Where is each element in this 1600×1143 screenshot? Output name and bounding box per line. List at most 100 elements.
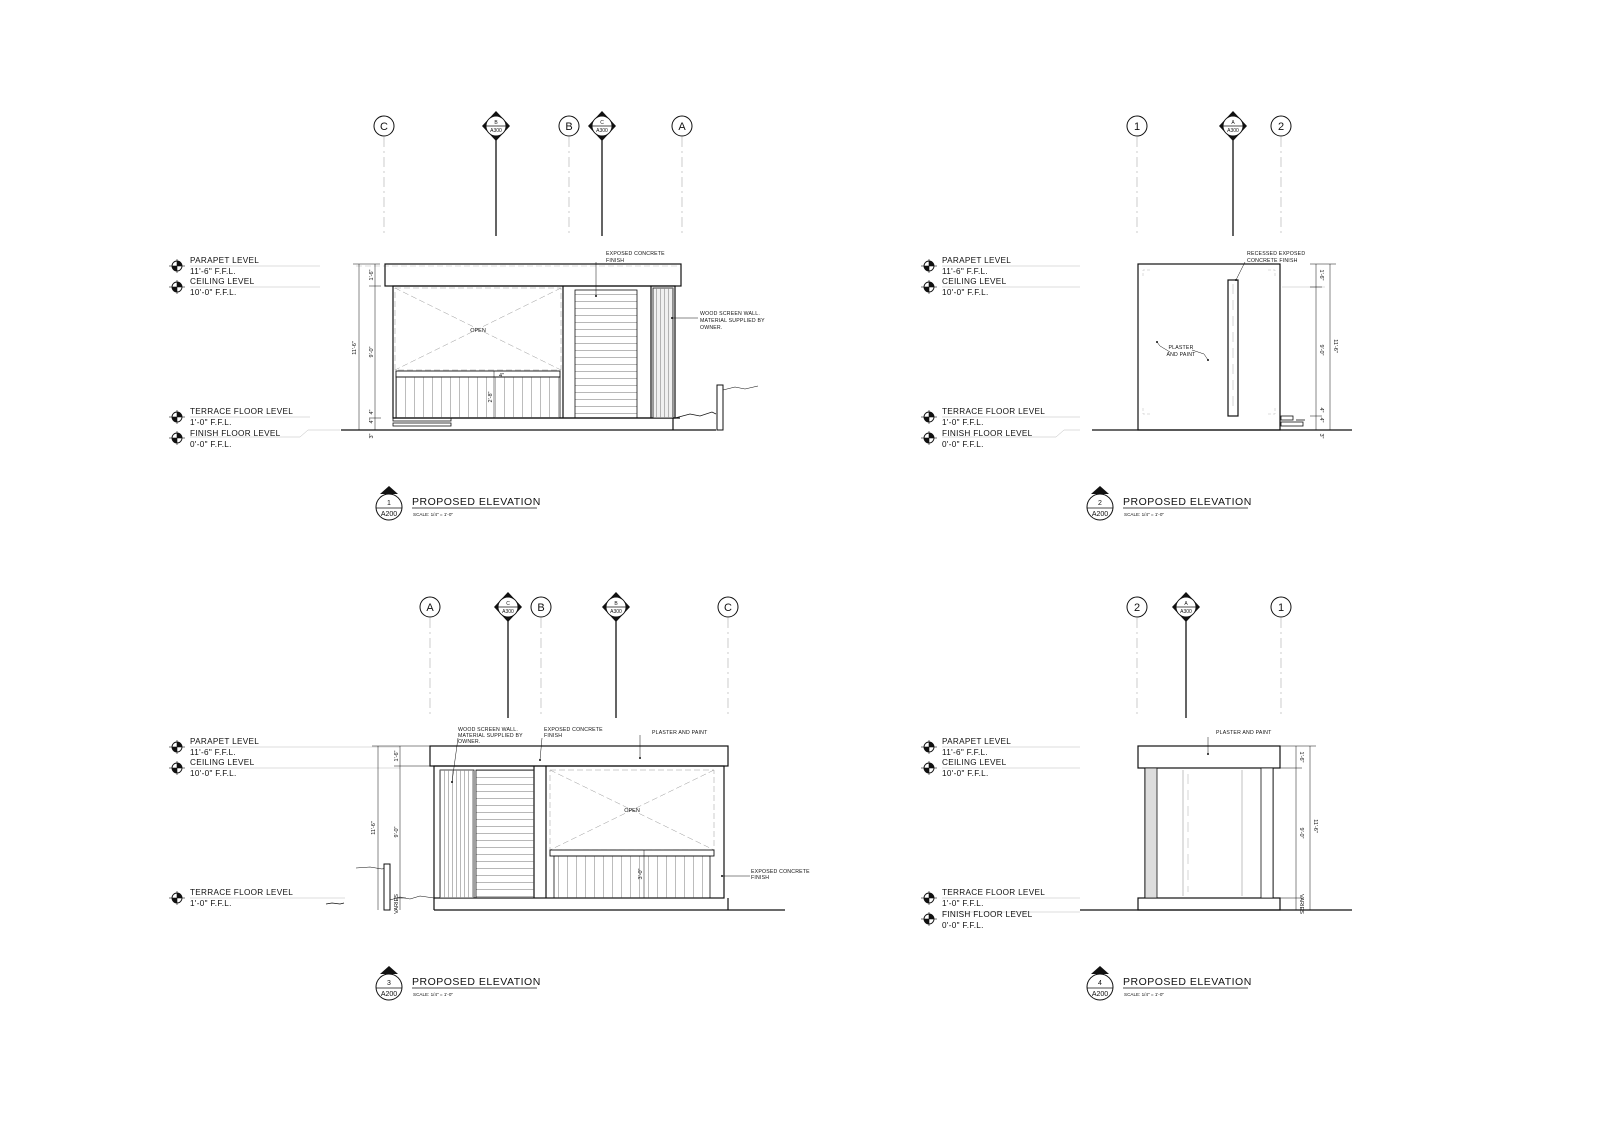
dim-base: 3" [369, 433, 375, 438]
note-concrete-1: EXPOSED CONCRETE [544, 727, 603, 733]
note-screen-1: WOOD SCREEN WALL. [458, 727, 518, 733]
dim-parapet: 1'-6" [394, 750, 400, 761]
dim-parapet: 1'-6" [1318, 270, 1324, 281]
note-plaster: PLASTER AND PAINT [652, 730, 708, 736]
grid-label: A [426, 602, 434, 614]
note-recess-1: RECESSED EXPOSED [1247, 251, 1305, 257]
note-recess-2: CONCRETE FINISH [1247, 258, 1298, 264]
dim-clear: 9'-0" [369, 346, 375, 357]
title-sheet: A200 [1092, 991, 1108, 998]
level-value-parapet: 11'-6" F.F.L. [942, 267, 988, 276]
dim-parapet: 1'-6" [1298, 752, 1304, 763]
title-scale: SCALE: 1/4" = 1'-0" [413, 992, 453, 997]
section-sheet: A300 [610, 609, 622, 615]
dim-step-b: 4" [1318, 417, 1324, 422]
grid-label: C [724, 602, 732, 614]
grid-lines [383, 137, 683, 235]
section-sheet: A300 [1180, 609, 1192, 615]
dim-varies: VARIES [394, 894, 400, 914]
level-markers [920, 739, 938, 927]
note-concrete-2: FINISH [544, 733, 562, 739]
level-label-ceiling: CEILING LEVEL [942, 277, 1007, 286]
level-label-ceiling: CEILING LEVEL [190, 277, 255, 286]
level-value-ceiling: 10'-0" F.F.L. [942, 769, 989, 778]
level-markers [168, 739, 186, 906]
level-value-finish: 0'-0" F.F.L. [942, 921, 984, 930]
grid-bubble-a: A [419, 596, 441, 618]
level-label-terrace: TERRACE FLOOR LEVEL [190, 888, 293, 897]
level-value-terrace: 1'-0" F.F.L. [190, 899, 232, 908]
elevation-1: C B A B A300 C A300 [168, 110, 765, 521]
grid-label: C [380, 121, 388, 133]
level-value-parapet: 11'-6" F.F.L. [942, 748, 988, 757]
note-concrete-1: EXPOSED CONCRETE [606, 251, 665, 257]
grid-label: B [537, 602, 544, 614]
title-number: 3 [387, 980, 391, 987]
grid-bubble-2: 2 [1270, 115, 1292, 137]
title-text: PROPOSED ELEVATION [1123, 496, 1252, 508]
dim-step-a: 4" [369, 409, 375, 414]
title-number: 1 [387, 500, 391, 507]
note-plaster: PLASTER AND PAINT [1216, 730, 1272, 736]
section-marker-c: C A300 [587, 110, 617, 236]
level-value-finish: 0'-0" F.F.L. [190, 440, 232, 449]
level-label-terrace: TERRACE FLOOR LEVEL [942, 407, 1045, 416]
note-plaster-1: PLASTER [1168, 345, 1193, 351]
level-label-finish: FINISH FLOOR LEVEL [942, 910, 1033, 919]
level-value-terrace: 1'-0" F.F.L. [190, 418, 232, 427]
title-block-4: 4 A200 PROPOSED ELEVATION SCALE: 1/4" = … [1086, 966, 1252, 1001]
dim-step-a: 4" [1318, 407, 1324, 412]
grid-bubble-b: B [530, 596, 552, 618]
title-sheet: A200 [381, 511, 397, 518]
note-screen-3: OWNER. [700, 325, 723, 331]
section-letter: A [1231, 120, 1235, 126]
title-block-1: 1 A200 PROPOSED ELEVATION SCALE: 1/4" = … [375, 486, 540, 521]
level-value-terrace: 1'-0" F.F.L. [942, 418, 984, 427]
level-label-finish: FINISH FLOOR LEVEL [942, 429, 1033, 438]
section-letter: B [614, 601, 618, 607]
title-sheet: A200 [1092, 511, 1108, 518]
building-outline [429, 745, 785, 911]
section-letter: A [1184, 601, 1188, 607]
note-screen-2: MATERIAL SUPPLIED BY [700, 318, 765, 324]
dim-base: 3" [1318, 433, 1324, 438]
level-value-parapet: 11'-6" F.F.L. [190, 748, 236, 757]
section-marker-c: C A300 [493, 591, 523, 718]
level-value-ceiling: 10'-0" F.F.L. [190, 769, 237, 778]
grid-bubble-c: C [717, 596, 739, 618]
title-number: 2 [1098, 500, 1102, 507]
dim-overall: 11'-6" [371, 821, 377, 835]
level-label-terrace: TERRACE FLOOR LEVEL [942, 888, 1045, 897]
grid-label: 2 [1134, 602, 1140, 614]
open-label: OPEN [470, 328, 486, 334]
note-plaster-2: AND PAINT [1166, 352, 1196, 358]
title-scale: SCALE: 1/4" = 1'-0" [1124, 512, 1164, 517]
grid-label: 1 [1134, 121, 1140, 133]
building-outline [1080, 745, 1352, 911]
grid-bubble-b: B [558, 115, 580, 137]
dim-bench-top: 4" [499, 373, 504, 379]
dim-parapet: 1'-6" [369, 269, 375, 280]
section-marker-a: A A300 [1171, 591, 1201, 718]
grid-label: B [565, 121, 572, 133]
grid-label: 1 [1278, 602, 1284, 614]
level-label-terrace: TERRACE FLOOR LEVEL [190, 407, 293, 416]
title-text: PROPOSED ELEVATION [412, 976, 541, 988]
dim-varies: VARIES [1298, 894, 1304, 914]
dim-clear: 9'-0" [1318, 345, 1324, 356]
level-label-parapet: PARAPET LEVEL [190, 737, 259, 746]
section-marker-b: B A300 [481, 110, 511, 236]
section-marker-b: B A300 [601, 591, 631, 718]
dim-overall: 11'-6" [1312, 819, 1318, 833]
title-text: PROPOSED ELEVATION [1123, 976, 1252, 988]
level-label-parapet: PARAPET LEVEL [942, 256, 1011, 265]
note-screen-2: MATERIAL SUPPLIED BY [458, 733, 523, 739]
note-screen-3: OWNER. [458, 739, 481, 745]
level-markers [168, 258, 186, 446]
level-label-ceiling: CEILING LEVEL [942, 758, 1007, 767]
title-scale: SCALE: 1/4" = 1'-0" [1124, 992, 1164, 997]
note-concrete2-2: FINISH [751, 875, 769, 881]
section-marker-a: A A300 [1218, 110, 1248, 236]
section-letter: C [600, 120, 604, 126]
